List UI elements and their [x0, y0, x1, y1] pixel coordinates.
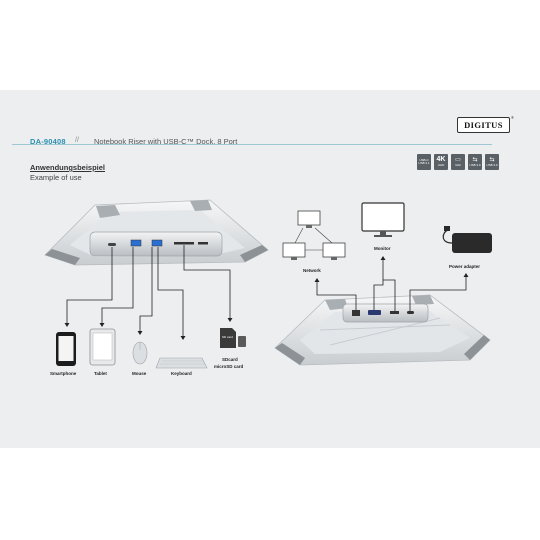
mouse-icon	[132, 341, 148, 365]
section-title-en: Example of use	[30, 173, 82, 182]
badge-sub: UHD	[437, 163, 445, 168]
brand-name: DIGITUS	[464, 120, 503, 130]
badge-top: USB-C	[419, 157, 429, 162]
sd-card-icon: SD card	[220, 328, 246, 348]
monitor-label: Monitor	[374, 246, 391, 251]
header-divider	[12, 144, 492, 145]
digitus-logo: DIGITUS	[457, 117, 510, 133]
badge-sub: USB 3.0	[469, 163, 481, 168]
arrowheads-right	[314, 256, 469, 282]
computer-icon	[322, 242, 346, 260]
hdmi-port	[390, 311, 399, 314]
usb-c-hub-back	[342, 303, 429, 323]
badge-sub: Gbit	[455, 163, 461, 168]
usb-a-port	[151, 239, 163, 247]
ethernet-badge: ▭ Gbit	[451, 154, 465, 170]
usb-badge: ⇆ USB 3.0	[485, 154, 499, 170]
section-title-de: Anwendungsbeispiel	[30, 163, 106, 172]
sd-card-icon-text: SD card	[222, 335, 233, 339]
connection-lines-right	[316, 258, 467, 311]
badge-sub: USB 3.1	[418, 161, 430, 165]
computer-icon	[282, 242, 306, 260]
tablet-icon	[89, 328, 116, 366]
4k-badge: 4K UHD	[434, 154, 448, 170]
usb-icon: ⇆	[489, 157, 495, 164]
keyboard-icon	[155, 357, 208, 369]
smartphone-label: Smartphone	[50, 371, 77, 376]
monitor-icon	[361, 202, 405, 237]
usb-badge: ⇆ USB 3.0	[468, 154, 482, 170]
feature-badges: USB-C USB 3.1 4K UHD ▭ Gbit ⇆ USB 3.0 ⇆ …	[417, 154, 499, 170]
product-sheet	[0, 90, 540, 448]
usb-c-badge: USB-C USB 3.1	[417, 154, 431, 170]
network-label: Network	[303, 268, 321, 273]
sd-slot	[174, 242, 194, 245]
brand-registered-mark: ®	[511, 115, 514, 120]
usb-c-hub	[89, 231, 223, 257]
separator: //	[75, 137, 79, 144]
usb-a-port	[130, 239, 142, 247]
badge-sub: USB 3.0	[486, 163, 498, 168]
smartphone-icon	[56, 332, 76, 366]
arrowheads-left	[64, 318, 233, 340]
mouse-label: Mouse	[132, 371, 147, 376]
power-adapter-icon	[442, 226, 492, 253]
badge-main: 4K	[436, 156, 446, 164]
microsd-label: microSD card	[214, 364, 244, 369]
keyboard-label: Keyboard	[171, 371, 192, 376]
usb-c-port	[108, 243, 116, 246]
microsd-slot	[198, 242, 208, 245]
network-diagram	[282, 210, 346, 260]
power-adapter-label: Power adapter	[449, 264, 481, 269]
model-number: DA-90408	[30, 137, 66, 146]
usb-c-pd-port	[407, 311, 414, 314]
usb-icon: ⇆	[472, 157, 478, 164]
vga-port	[368, 310, 381, 315]
tablet-label: Tablet	[94, 371, 107, 376]
connection-lines-left	[66, 245, 231, 338]
computer-icon	[297, 210, 321, 228]
lan-port	[352, 310, 360, 316]
sdcard-label: SDcard	[222, 357, 238, 362]
product-description: Notebook Riser with USB-C™ Dock, 8 Port	[94, 137, 238, 146]
ethernet-icon: ▭	[455, 157, 461, 164]
